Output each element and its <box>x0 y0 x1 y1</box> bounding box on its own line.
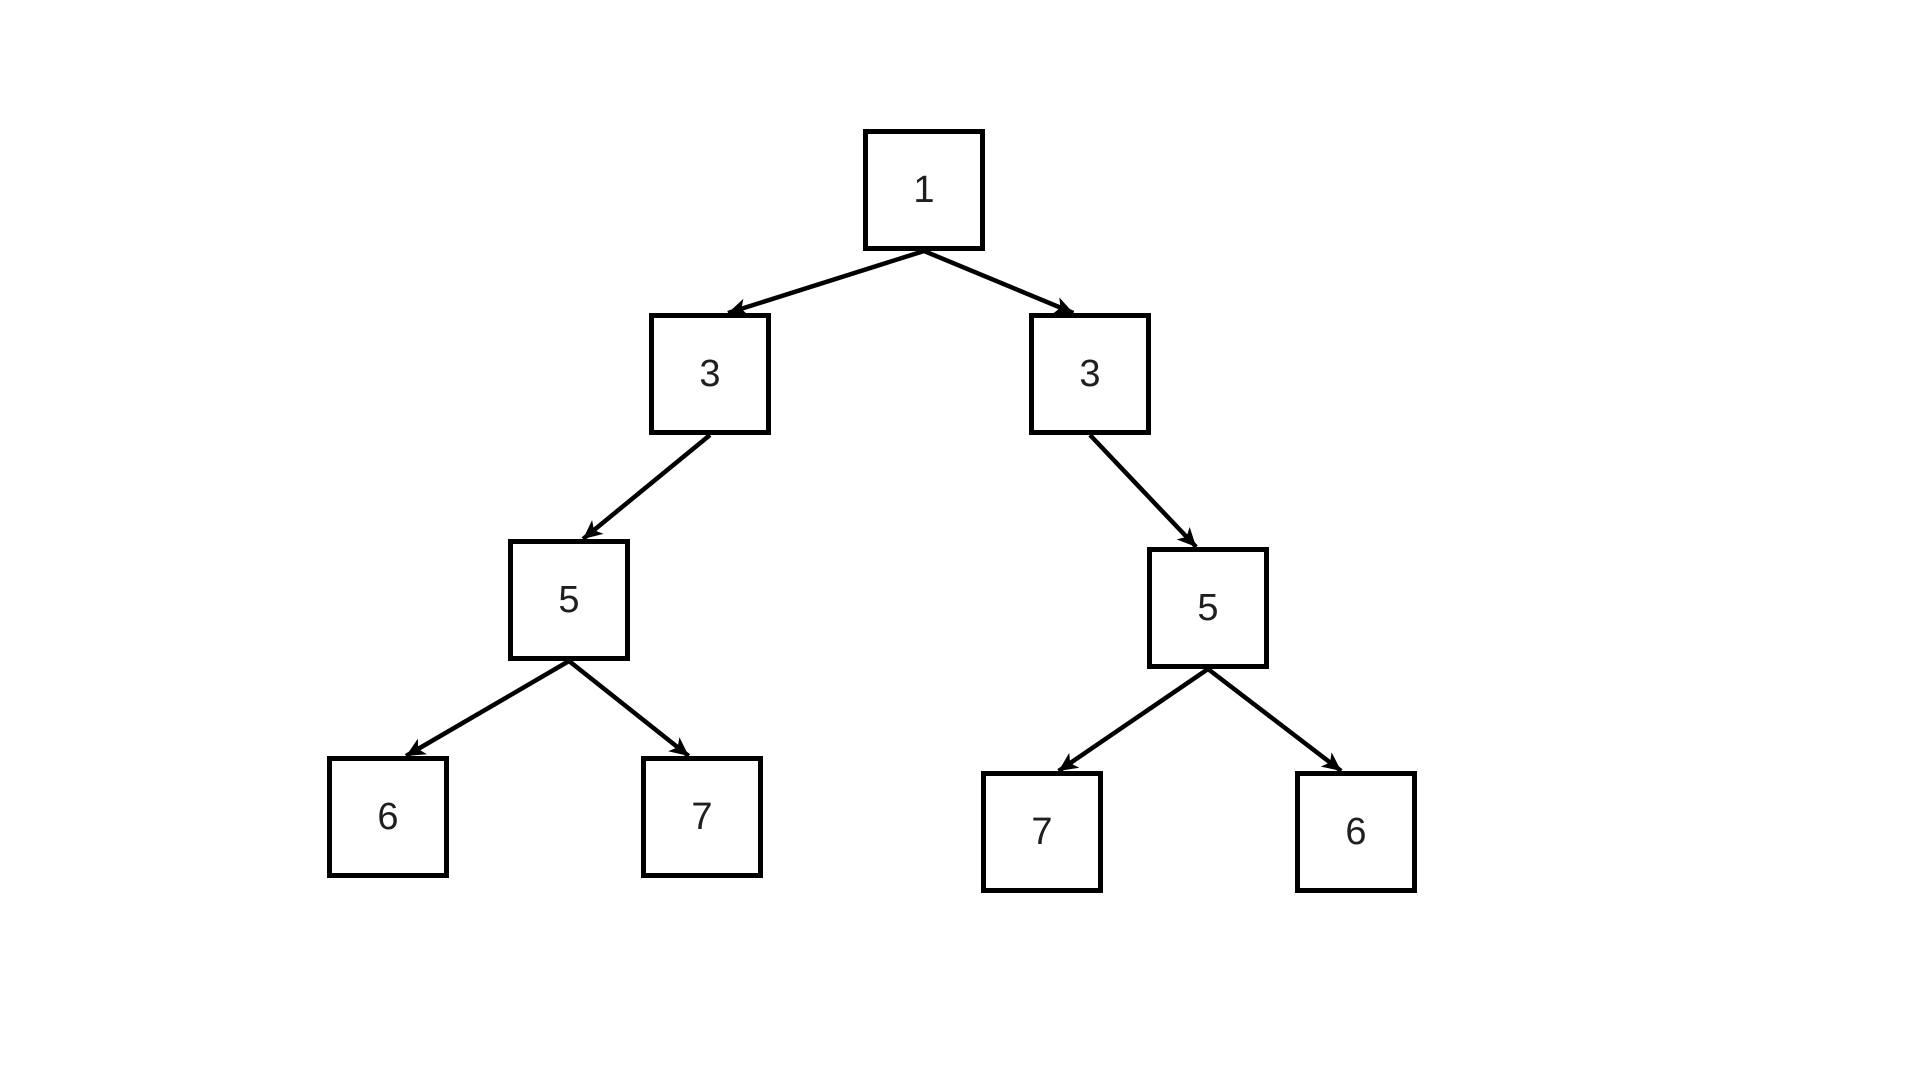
tree-edge-n4-n6 <box>404 659 571 758</box>
tree-node-label: 3 <box>699 353 721 395</box>
tree-node-label: 1 <box>913 169 935 211</box>
tree-edge-n3-n5 <box>1088 433 1198 549</box>
tree-edge-n1-n3 <box>923 248 1075 316</box>
tree-node-n2: 3 <box>649 313 771 435</box>
tree-node-n8: 7 <box>981 771 1103 893</box>
tree-edge-n2-n4 <box>581 433 712 541</box>
tree-edge-n5-n8 <box>1057 667 1210 773</box>
tree-node-label: 5 <box>558 579 580 621</box>
tree-edge-n1-n2 <box>727 248 925 316</box>
tree-node-n7: 7 <box>641 756 763 878</box>
tree-node-label: 6 <box>1345 811 1367 853</box>
tree-node-label: 6 <box>377 796 399 838</box>
tree-node-n3: 3 <box>1029 313 1151 435</box>
tree-node-label: 5 <box>1197 587 1219 629</box>
tree-edge-n5-n9 <box>1206 667 1343 773</box>
tree-node-label: 3 <box>1079 353 1101 395</box>
tree-node-n4: 5 <box>508 539 630 661</box>
tree-node-n9: 6 <box>1295 771 1417 893</box>
tree-node-label: 7 <box>691 796 713 838</box>
tree-edge-n4-n7 <box>567 659 691 758</box>
tree-node-n5: 5 <box>1147 547 1269 669</box>
tree-node-n1: 1 <box>863 129 985 251</box>
tree-node-label: 7 <box>1031 811 1053 853</box>
tree-node-n6: 6 <box>327 756 449 878</box>
